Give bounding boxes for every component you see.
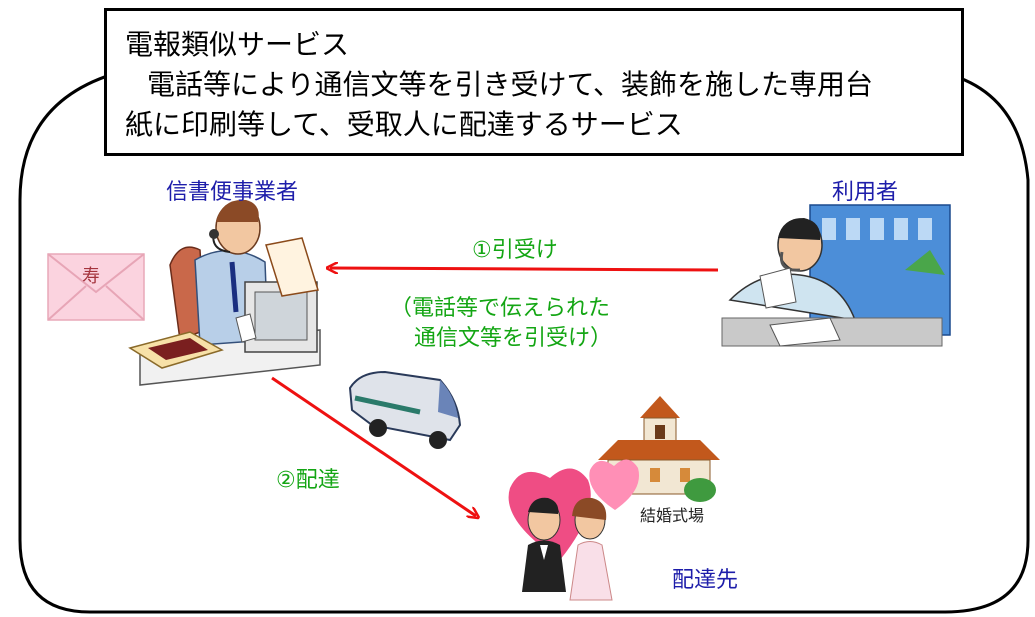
title-line-1: 電話等により通信文等を引き受けて、装飾を施した専用台 [147,68,874,101]
operator-illustration [47,199,321,386]
envelope-char: 寿 [82,266,100,287]
title-box: 電報類似サービス 電話等により通信文等を引き受けて、装飾を施した専用台 紙に印刷… [104,8,964,156]
accept-note-1: （電話等で伝えられた [390,296,611,321]
venue-label: 結婚式場 [640,506,705,525]
title-line-2: 紙に印刷等して、受取人に配達するサービス [125,108,683,141]
envelope-icon [47,253,145,321]
accept-arrow [330,268,719,270]
deliver-arrow [271,376,476,516]
van-icon [348,370,462,449]
accept-note-2: 通信文等を引受け） [414,326,613,351]
couple-icon [508,459,640,601]
outer-frame [18,70,1030,614]
user-label: 利用者 [832,180,899,205]
operator-label: 信書便事業者 [166,180,299,205]
accept-label: ①引受け [472,238,558,263]
destination-label: 配達先 [672,568,739,593]
title-heading: 電報類似サービス [125,28,350,61]
user-illustration [721,204,951,347]
deliver-label: ②配達 [276,468,340,493]
